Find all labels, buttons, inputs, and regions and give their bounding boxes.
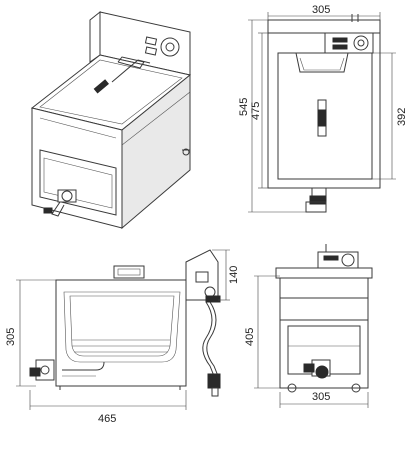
front-dimensions (16, 249, 230, 410)
dim-back-height: 405 (244, 328, 256, 346)
dim-side-total-height: 545 (238, 98, 250, 116)
dim-front-height: 305 (5, 328, 17, 346)
back-dimensions (254, 275, 369, 408)
side-dimensions (248, 12, 396, 213)
back-view (275, 244, 373, 393)
dim-side-body-height: 475 (250, 102, 262, 120)
side-view (267, 14, 381, 213)
dim-side-inner-height: 392 (396, 108, 408, 126)
front-view (29, 249, 221, 397)
dim-front-width: 465 (98, 413, 116, 425)
isometric-view (30, 10, 192, 230)
dim-panel-height: 140 (228, 266, 240, 284)
dim-side-width: 305 (312, 4, 330, 16)
basket-grid (72, 339, 170, 353)
dim-back-width: 305 (312, 391, 330, 403)
